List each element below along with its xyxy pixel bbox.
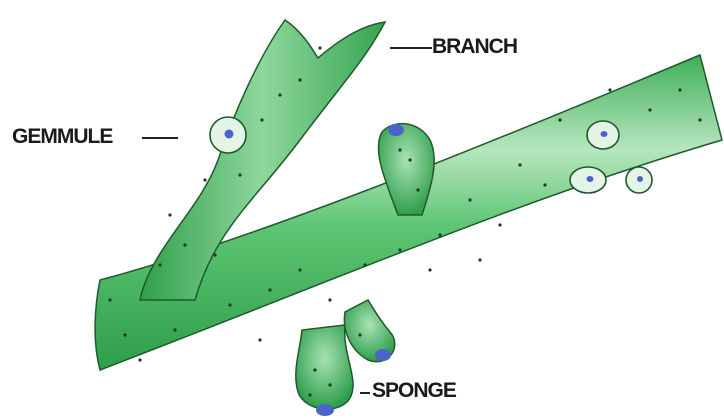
sponge-bud-tip-icon — [388, 124, 404, 136]
branch-leader-line — [390, 47, 432, 49]
gemmule-label: GEMMULE — [12, 126, 112, 147]
sponge-leader-line — [360, 392, 370, 394]
sponge-label: SPONGE — [372, 380, 456, 401]
gemmule-leader-line — [142, 137, 178, 139]
gemmule-capsule-icon — [210, 117, 246, 153]
sponge-bud-tip-icon — [375, 349, 391, 361]
gemmule-capsule-icon — [587, 121, 619, 149]
branch-label: BRANCH — [432, 36, 517, 57]
gemmule-capsule-icon — [626, 167, 652, 193]
lower-bud-left — [296, 325, 353, 409]
sponge-bud-tip-icon — [316, 404, 334, 416]
gemmule-capsule-icon — [570, 167, 606, 193]
